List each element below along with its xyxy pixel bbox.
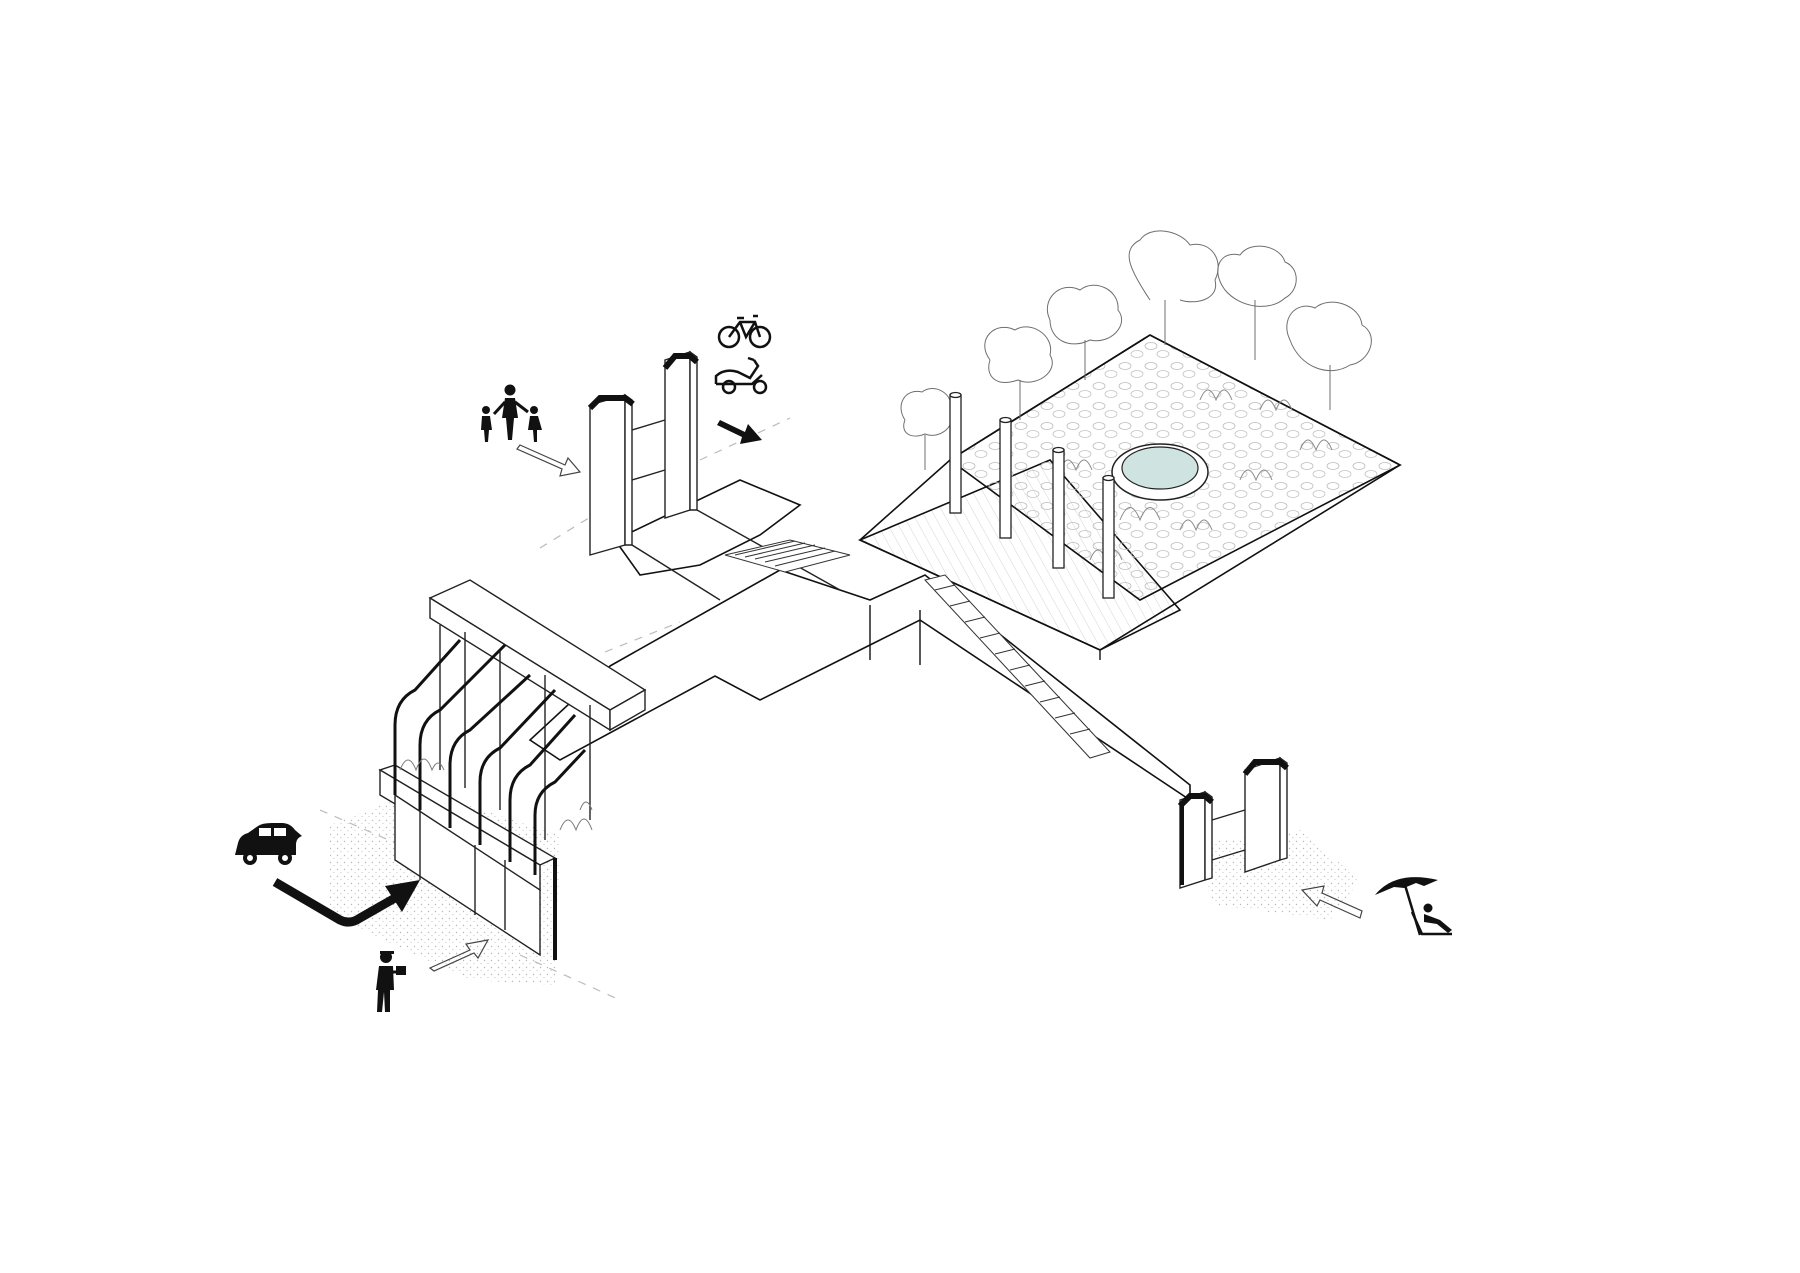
rear-entrance-gate xyxy=(587,350,841,601)
pergola-base xyxy=(394,793,541,957)
circular-pool xyxy=(1111,443,1209,501)
scooter-icon xyxy=(714,356,768,395)
tree xyxy=(1286,301,1372,410)
tree xyxy=(1046,284,1123,380)
car-turn-arrow xyxy=(272,878,420,927)
beach-entry-arrow xyxy=(1300,885,1363,919)
tree xyxy=(984,326,1053,420)
car-icon xyxy=(235,823,302,865)
exterior-stair xyxy=(869,574,1111,759)
pergola-curved-fins xyxy=(393,638,587,875)
delivery-entry-arrow xyxy=(428,939,490,972)
deck-column xyxy=(999,416,1012,539)
tree-canopy xyxy=(900,230,1372,562)
shrubs xyxy=(1059,389,1333,562)
deck-column xyxy=(949,391,962,514)
beach-umbrella-lounger-icon xyxy=(1375,877,1452,936)
deck-column xyxy=(1052,446,1065,569)
deck-column xyxy=(1102,474,1115,599)
tree xyxy=(1128,230,1219,345)
tree xyxy=(1217,245,1297,360)
bicycle-icon xyxy=(717,314,772,349)
tree xyxy=(900,387,953,470)
family-walking-icon xyxy=(481,384,542,442)
delivery-person-icon xyxy=(376,951,406,1012)
deck-columns xyxy=(949,391,1115,599)
family-entry-arrow xyxy=(516,444,582,477)
pergola-top-beam xyxy=(428,579,647,711)
right-ground-pad xyxy=(1190,830,1360,920)
bike-scooter-entry-arrow xyxy=(717,420,762,444)
rear-stair xyxy=(724,539,851,573)
pergola-planting xyxy=(399,758,593,832)
right-entrance-gate xyxy=(1177,756,1289,889)
